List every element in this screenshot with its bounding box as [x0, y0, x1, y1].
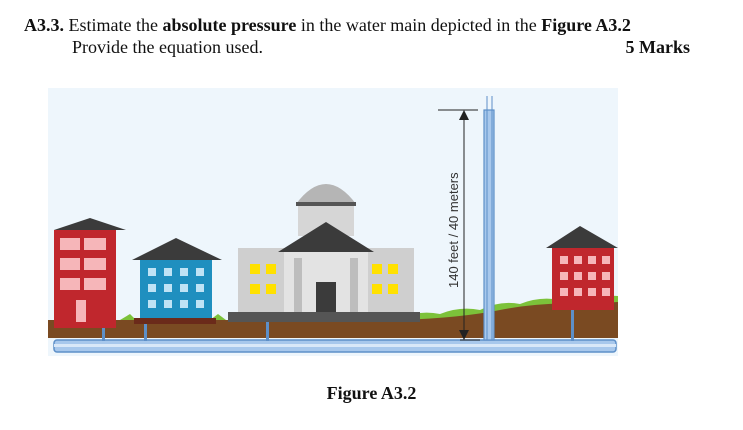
height-label: 140 feet / 40 meters: [446, 172, 461, 288]
service-pipe-3: [266, 320, 269, 341]
standpipe-column: [483, 96, 495, 341]
service-pipe-1: [102, 328, 105, 341]
figure-caption: Figure A3.2: [326, 383, 417, 403]
arrow-up-icon: [459, 110, 469, 120]
pipe-highlight: [54, 344, 616, 347]
service-pipe-4: [571, 310, 574, 341]
question-text-part1: Estimate the: [64, 15, 163, 35]
red-house-right: [546, 226, 618, 310]
question-bold-absolute-pressure: absolute pressure: [162, 15, 297, 35]
service-pipe-2: [144, 324, 147, 341]
red-apartment-building: [54, 218, 126, 328]
teal-house: [132, 238, 222, 324]
question-number: A3.3.: [24, 15, 64, 35]
question-block: A3.3. Estimate the absolute pressure in …: [24, 14, 704, 58]
question-text-part2: in the water main depicted in the: [296, 15, 542, 35]
marks-label: 5 Marks: [625, 37, 691, 57]
height-dimension: 140 feet / 40 meters: [438, 109, 480, 341]
arrow-down-icon: [459, 330, 469, 340]
water-main-figure: 140 feet / 40 meters: [40, 88, 620, 363]
question-line-1: A3.3. Estimate the absolute pressure in …: [24, 14, 704, 36]
question-equation-instruction: Provide the equation used.: [72, 37, 263, 57]
question-line-2: Provide the equation used. 5 Marks: [24, 36, 704, 58]
question-bold-figure-ref: Figure A3.2: [541, 15, 631, 35]
figure-illustration: 140 feet / 40 meters: [48, 88, 618, 356]
grey-domed-building: [228, 184, 420, 322]
